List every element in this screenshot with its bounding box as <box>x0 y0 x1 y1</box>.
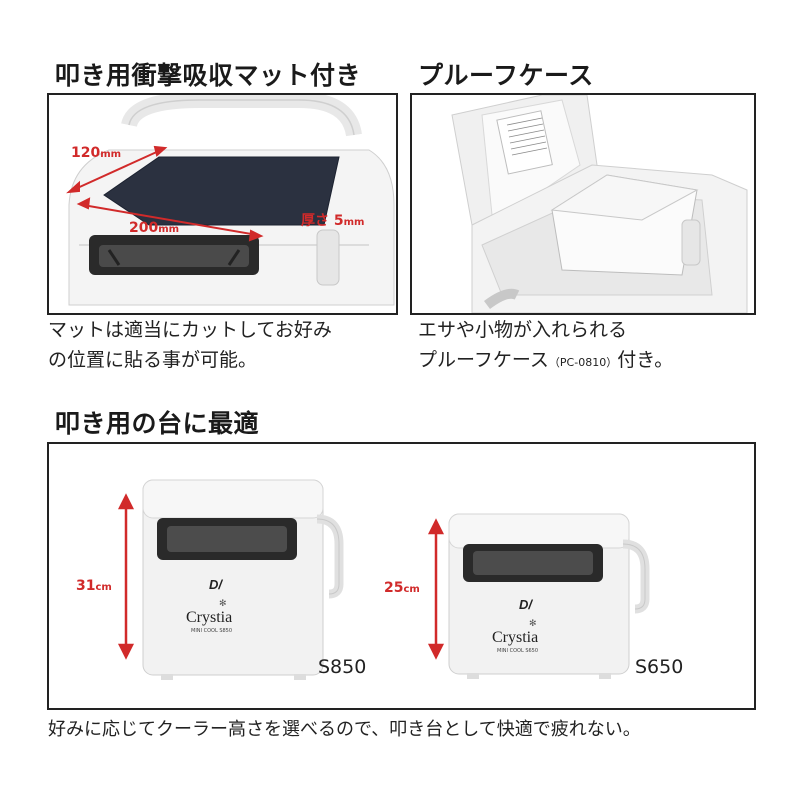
mat-caption-line1: マットは適当にカットしてお好み <box>48 319 332 341</box>
proof-case-caption: エサや小物が入れられる プルーフケース（PC-0810）付き。 <box>418 315 673 378</box>
mat-thickness-label: 厚さ 5mm <box>301 213 365 229</box>
cooler-with-mat-illustration <box>66 95 395 306</box>
svg-text:✻: ✻ <box>529 619 537 629</box>
mat-width-label: 120mm <box>71 145 122 161</box>
mat-caption-line2: の位置に貼る事が可能。 <box>48 349 258 371</box>
proof-case-caption-line1: エサや小物が入れられる <box>418 319 628 341</box>
proof-case-caption-line2: プルーフケース（PC-0810）付き。 <box>418 349 674 371</box>
coolers-comparison-illustration: D/ ✻ D/ ✻ <box>117 479 650 680</box>
cooler-s850: D/ ✻ <box>142 479 344 680</box>
stand-heading: 叩き用の台に最適 <box>55 409 260 438</box>
proof-case-heading: プルーフケース <box>418 61 594 90</box>
s850-model-label: S850 <box>318 656 367 678</box>
proof-case-model-code: （PC-0810） <box>548 356 618 369</box>
svg-text:✻: ✻ <box>219 599 227 609</box>
s850-height-label: 31cm <box>76 578 112 594</box>
mat-panel: 120mm 200mm 厚さ 5mm <box>47 93 398 315</box>
mat-caption: マットは適当にカットしてお好み の位置に貼る事が可能。 <box>48 315 332 375</box>
mat-length-label: 200mm <box>129 220 180 236</box>
s850-brand: Crystia <box>186 609 233 626</box>
svg-text:D/: D/ <box>519 597 533 612</box>
s650-height-label: 25cm <box>384 580 420 596</box>
cooler-s650: D/ ✻ <box>448 513 650 679</box>
stand-caption: 好みに応じてクーラー高さを選べるので、叩き台として快適で疲れない。 <box>48 719 641 740</box>
s650-brand: Crystia <box>492 629 539 646</box>
s650-model-label: S650 <box>635 656 684 678</box>
svg-text:D/: D/ <box>209 577 223 592</box>
mat-heading: 叩き用衝撃吸収マット付き <box>55 61 362 90</box>
stand-panel: D/ ✻ D/ ✻ Cr <box>47 442 756 710</box>
proof-case-panel <box>410 93 756 315</box>
open-cooler-with-case-illustration <box>451 95 748 313</box>
s850-sub: MINI COOL S850 <box>191 628 233 634</box>
s650-sub: MINI COOL S650 <box>497 648 539 654</box>
